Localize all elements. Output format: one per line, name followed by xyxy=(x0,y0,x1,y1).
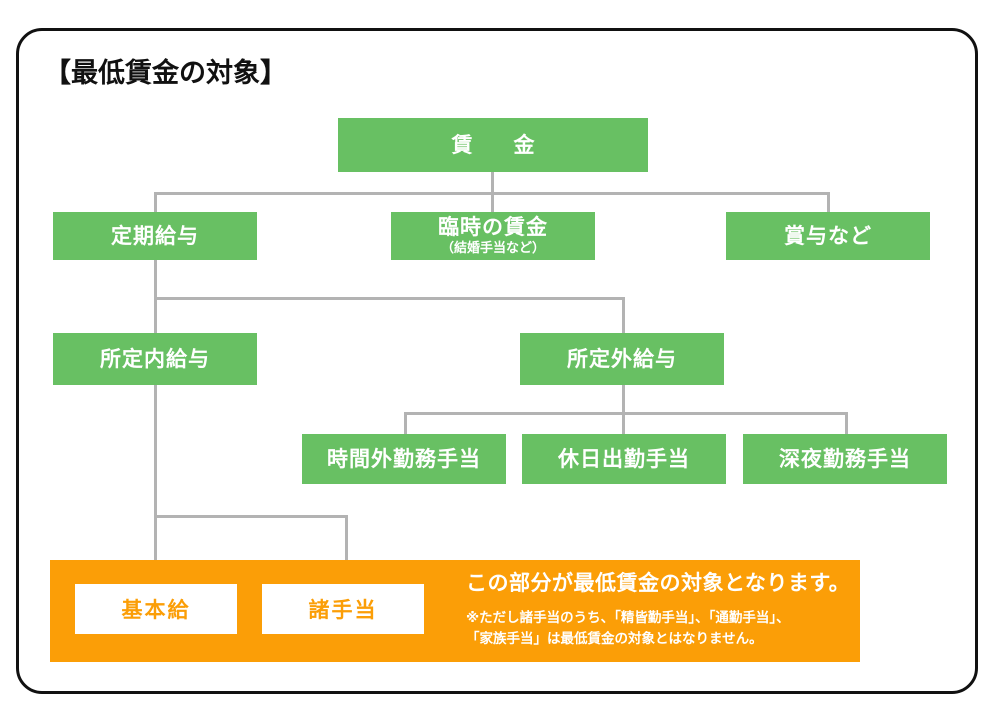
connector-row3-bus xyxy=(154,297,625,300)
node-regular-pay-label: 定期給与 xyxy=(111,223,199,248)
node-bonus-label: 賞与など xyxy=(784,223,872,248)
node-non-scheduled-pay-label: 所定外給与 xyxy=(567,346,677,371)
node-overtime-allowance-label: 時間外勤務手当 xyxy=(327,446,481,471)
node-temporary-wage-label: 臨時の賃金 xyxy=(438,215,548,240)
connector-row2-drop-bonus xyxy=(827,192,830,212)
connector-wage-down xyxy=(491,172,494,195)
node-bonus[interactable]: 賞与など xyxy=(726,212,930,260)
node-overtime-allowance[interactable]: 時間外勤務手当 xyxy=(302,434,506,484)
node-wage[interactable]: 賃 金 xyxy=(338,118,648,172)
connector-orange-drop-left xyxy=(154,515,157,563)
connector-row2-drop-regular xyxy=(154,192,157,212)
node-scheduled-pay[interactable]: 所定内給与 xyxy=(53,333,257,385)
node-temporary-wage-sublabel: （結婚手当など） xyxy=(440,240,545,256)
connector-regular-down xyxy=(154,260,157,300)
connector-row4-drop-late-night xyxy=(845,412,848,434)
node-allowances[interactable]: 諸手当 xyxy=(262,584,424,634)
node-holiday-work-allowance[interactable]: 休日出勤手当 xyxy=(522,434,726,484)
connector-scheduled-down xyxy=(154,385,157,518)
connector-row4-drop-overtime xyxy=(404,412,407,434)
connector-row3-drop-non-scheduled xyxy=(622,297,625,333)
connector-orange-bus xyxy=(154,515,348,518)
connector-row2-drop-temporary xyxy=(491,192,494,212)
panel-note: ※ただし諸手当のうち、「精皆勤手当」、「通勤手当」、 「家族手当」は最低賃金の対… xyxy=(466,610,790,647)
node-holiday-work-allowance-label: 休日出勤手当 xyxy=(558,446,690,471)
node-base-salary-label: 基本給 xyxy=(121,598,191,622)
connector-orange-drop-right xyxy=(345,515,348,563)
node-allowances-label: 諸手当 xyxy=(308,598,378,622)
diagram-title: 【最低賃金の対象】 xyxy=(44,58,287,89)
node-base-salary[interactable]: 基本給 xyxy=(75,584,237,634)
connector-non-scheduled-down xyxy=(622,385,625,415)
node-regular-pay[interactable]: 定期給与 xyxy=(53,212,257,260)
node-temporary-wage[interactable]: 臨時の賃金 （結婚手当など） xyxy=(391,212,595,260)
node-wage-label: 賃 金 xyxy=(451,132,545,157)
node-scheduled-pay-label: 所定内給与 xyxy=(100,346,210,371)
node-late-night-allowance[interactable]: 深夜勤務手当 xyxy=(743,434,947,484)
connector-row4-drop-holiday xyxy=(622,412,625,434)
node-non-scheduled-pay[interactable]: 所定外給与 xyxy=(520,333,724,385)
panel-headline: この部分が最低賃金の対象となります。 xyxy=(466,571,851,595)
connector-row3-drop-scheduled xyxy=(154,297,157,333)
node-late-night-allowance-label: 深夜勤務手当 xyxy=(779,446,911,471)
